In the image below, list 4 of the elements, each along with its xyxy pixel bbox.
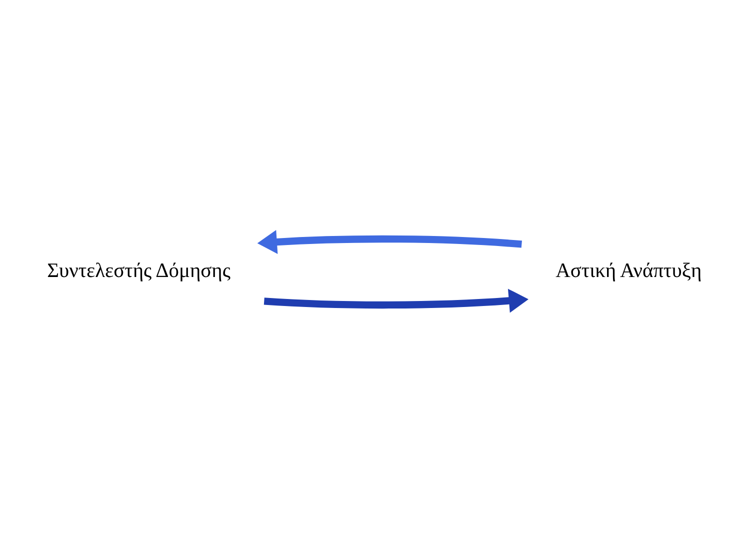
node-text: Αστική Ανάπτυξη: [555, 260, 702, 282]
node-text: Συντελεστής Δόμησης: [46, 260, 230, 282]
arrow: [263, 288, 528, 313]
arrow: [256, 230, 522, 254]
